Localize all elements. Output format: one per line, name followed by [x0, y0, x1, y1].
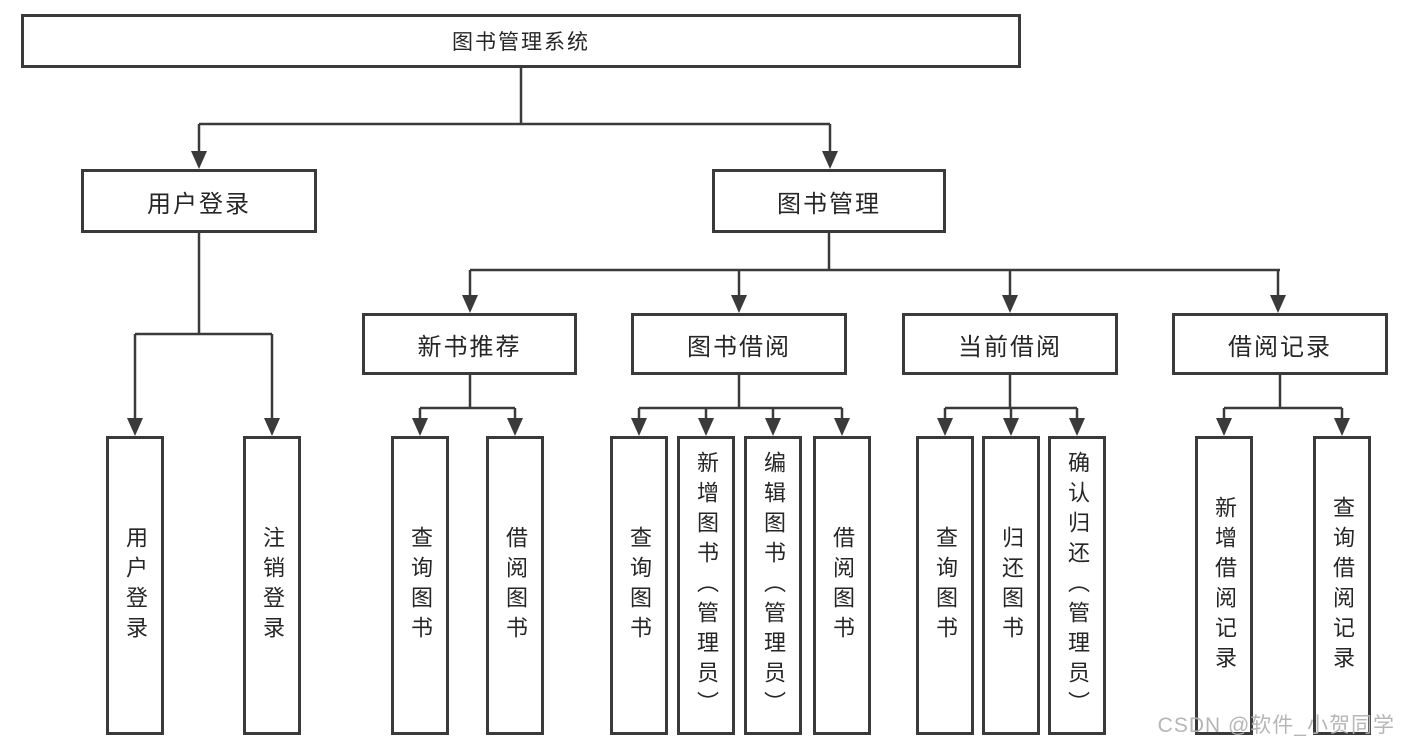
leaf-borrow-book-recommendation-label: 借阅图书	[503, 525, 528, 646]
leaf-logout-label: 注销登录	[260, 525, 285, 646]
leaf-return-book-label: 归还图书	[999, 525, 1024, 646]
leaf-user-login-label: 用户登录	[123, 525, 148, 646]
leaf-borrow-book-recommendation: 借阅图书	[486, 436, 544, 735]
leaf-query-book-borrowing-label: 查询图书	[627, 525, 652, 646]
leaf-edit-book-admin-label: 编辑图书（管理员）	[761, 450, 786, 721]
node-book-management-label: 图书管理	[777, 190, 881, 218]
node-root-system: 图书管理系统	[21, 14, 1021, 68]
leaf-confirm-return-admin: 确认归还（管理员）	[1048, 436, 1106, 735]
connector-new-book-rec-to-leaves	[418, 375, 517, 420]
leaf-add-book-admin: 新增图书（管理员）	[677, 436, 735, 735]
node-new-book-recommendation-label: 新书推荐	[417, 333, 522, 361]
leaf-edit-book-admin: 编辑图书（管理员）	[744, 436, 802, 735]
leaf-query-book-current: 查询图书	[916, 436, 974, 735]
connector-root-to-level2	[197, 68, 832, 153]
node-new-book-recommendation: 新书推荐	[362, 313, 577, 375]
connector-borrow-record-to-leaves	[1222, 375, 1344, 420]
connector-user-login-to-leaves	[133, 233, 274, 420]
node-user-login: 用户登录	[81, 169, 317, 233]
node-book-borrowing: 图书借阅	[631, 313, 847, 375]
node-book-management: 图书管理	[712, 169, 946, 233]
leaf-add-book-admin-label: 新增图书（管理员）	[694, 450, 719, 721]
node-book-borrowing-label: 图书借阅	[687, 333, 791, 361]
node-root-label: 图书管理系统	[452, 31, 590, 54]
node-borrowing-records-label: 借阅记录	[1228, 333, 1332, 361]
leaf-logout: 注销登录	[243, 436, 301, 735]
leaf-borrow-book-borrowing: 借阅图书	[813, 436, 871, 735]
leaf-query-book-recommendation: 查询图书	[391, 436, 449, 735]
node-borrowing-records: 借阅记录	[1172, 313, 1388, 375]
csdn-watermark: CSDN @软件_小贺同学	[1157, 714, 1395, 737]
node-user-login-label: 用户登录	[147, 190, 251, 218]
leaf-query-book-recommendation-label: 查询图书	[408, 525, 433, 646]
leaf-return-book: 归还图书	[982, 436, 1040, 735]
leaf-borrow-book-borrowing-label: 借阅图书	[830, 525, 855, 646]
connector-book-borrow-to-leaves	[637, 375, 844, 420]
leaf-user-login: 用户登录	[106, 436, 164, 735]
connector-book-mgmt-to-level3	[468, 233, 1280, 297]
leaf-confirm-return-admin-label: 确认归还（管理员）	[1065, 450, 1090, 721]
node-current-borrowing-label: 当前借阅	[958, 333, 1062, 361]
leaf-query-book-current-label: 查询图书	[933, 525, 958, 646]
connector-current-borrow-to-leaves	[943, 375, 1079, 420]
leaf-query-book-borrowing: 查询图书	[610, 436, 668, 735]
leaf-query-borrow-record-label: 查询借阅记录	[1330, 495, 1355, 676]
leaf-add-borrow-record-label: 新增借阅记录	[1212, 495, 1237, 676]
node-current-borrowing: 当前借阅	[902, 313, 1118, 375]
leaf-query-borrow-record: 查询借阅记录	[1313, 436, 1371, 735]
leaf-add-borrow-record: 新增借阅记录	[1195, 436, 1253, 735]
